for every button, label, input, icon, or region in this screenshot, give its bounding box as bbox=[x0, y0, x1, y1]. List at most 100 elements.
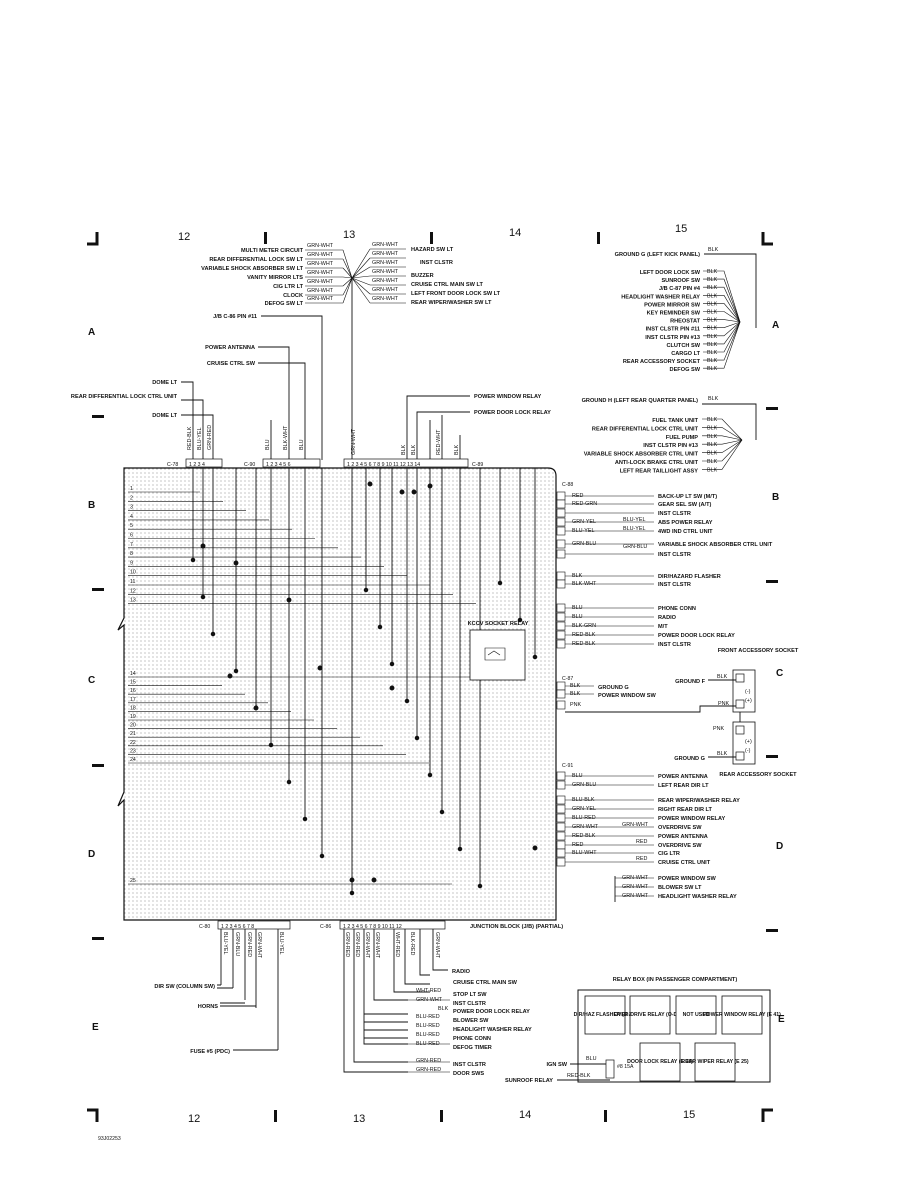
wire-ground-h-item: BLK bbox=[707, 459, 718, 465]
wire-ground-g-item: BLK bbox=[707, 334, 718, 340]
label-cig-ltr-lt: CIG LTR LT bbox=[273, 284, 304, 290]
label-c88-item: DIR/HAZARD FLASHER bbox=[658, 574, 721, 580]
wire-ground-g-item: BLK bbox=[707, 277, 718, 283]
label-c91-item: OVERDRIVE SW bbox=[658, 825, 702, 831]
label-c88-item: 4WD IND CTRL UNIT bbox=[658, 529, 713, 535]
label-defog-sw-lt: DEFOG SW LT bbox=[265, 301, 304, 307]
zone-col-15-top: 15 bbox=[675, 223, 687, 235]
label-ground-h-1: GROUND H (LEFT REAR QUARTER PANEL) bbox=[582, 398, 699, 404]
label-ground-g-kick: GROUND G (LEFT KICK PANEL) bbox=[615, 252, 700, 258]
ground-h-wire bbox=[702, 439, 743, 462]
zone-col-15-bottom: 15 bbox=[683, 1109, 695, 1121]
wire-r3: GRN-WHT bbox=[372, 260, 399, 266]
relay-cell bbox=[675, 995, 717, 1035]
label-jb-ref: J/B C-86 PIN #11 bbox=[213, 314, 257, 320]
conn-c87-label: C-87 bbox=[562, 676, 573, 682]
label-c91-item: POWER WINDOW SW bbox=[658, 876, 717, 882]
ground-g-wire bbox=[703, 321, 741, 369]
jb-splice-dot bbox=[210, 631, 216, 637]
ground-h-wire bbox=[702, 418, 743, 441]
c88-pin bbox=[556, 517, 566, 527]
c88-pin bbox=[556, 579, 566, 589]
wire-pnk-rear: PNK bbox=[713, 726, 724, 732]
jb-splice-dot bbox=[319, 853, 325, 859]
wire-blu-ign: BLU bbox=[586, 1056, 597, 1062]
jb-splice-dot bbox=[233, 668, 239, 674]
jb-junction-dot bbox=[399, 489, 405, 495]
jb-row-4: 4 bbox=[130, 514, 133, 520]
relay-cell bbox=[584, 995, 626, 1035]
jb-row-16: 16 bbox=[130, 688, 136, 694]
label-c88-item: POWER DOOR LOCK RELAY bbox=[658, 633, 735, 639]
front-minus: (-) bbox=[745, 689, 751, 695]
crop-marks bbox=[87, 232, 778, 1122]
wire-ground-g-item: BLK bbox=[707, 342, 718, 348]
bottom-left-leads: BLU-YEL GRN-BLU GRN-RED GRN-WHT BLU-YEL … bbox=[154, 929, 284, 1055]
label-rear-diff-lock-sw: REAR DIFFERENTIAL LOCK SW LT bbox=[209, 257, 303, 263]
relay-cell-label: POWER WINDOW RELAY (E 41) bbox=[703, 1012, 781, 1018]
rear-minus: (-) bbox=[745, 748, 751, 754]
jb-splice-dot bbox=[439, 809, 445, 815]
label-relay-box: RELAY BOX (IN PASSENGER COMPARTMENT) bbox=[613, 977, 738, 983]
label-c91-item: LEFT REAR DIR LT bbox=[658, 783, 709, 789]
junction-block: 1234567891011121314151617181920212223242… bbox=[117, 467, 557, 921]
top-connectors: C-78 1 2 3 4 C-90 1 2 3 4 5 6 1 2 3 4 5 … bbox=[167, 458, 483, 468]
c91-pin bbox=[556, 831, 566, 841]
wire-wht-red-bottom: WHT-RED bbox=[416, 988, 441, 994]
wire-c80-grn-blu: GRN-BLU bbox=[234, 932, 240, 956]
jb-row-5: 5 bbox=[130, 523, 133, 529]
jb-row-18: 18 bbox=[130, 705, 136, 711]
wire-c86-grn-wht-3: GRN-WHT bbox=[434, 932, 440, 959]
wire-r5: GRN-WHT bbox=[372, 278, 399, 284]
jb-row-20: 20 bbox=[130, 723, 136, 729]
label-power-antenna-top: POWER ANTENNA bbox=[205, 345, 255, 351]
jb-row-3: 3 bbox=[130, 505, 133, 511]
relay-cell-label: OVER-DRIVE RELAY (O-D 20) bbox=[614, 1012, 687, 1018]
zone-row-e-left: E bbox=[92, 1022, 99, 1033]
label-inst-clstr-bottom-1: INST CLSTR bbox=[453, 1001, 486, 1007]
jb-row-7: 7 bbox=[130, 542, 133, 548]
wire-ground-g-item: BLK bbox=[707, 358, 718, 364]
label-c91-item: CIG LTR bbox=[658, 851, 680, 857]
label-ground-h-item: INST CLSTR PIN #13 bbox=[643, 443, 698, 449]
label-c91-item: CRUISE CTRL UNIT bbox=[658, 860, 711, 866]
zone-col-12-bottom: 12 bbox=[188, 1113, 200, 1125]
label-c88-item: RADIO bbox=[658, 615, 677, 621]
jb-junction-dot bbox=[367, 481, 373, 487]
relay-leads-top: POWER WINDOW RELAY POWER DOOR LOCK RELAY… bbox=[401, 394, 551, 460]
c91-pin bbox=[556, 840, 566, 850]
conn-c78-label: C-78 bbox=[167, 462, 178, 468]
ground-g-wire bbox=[703, 319, 741, 323]
jb-splice-dot bbox=[497, 580, 503, 586]
jb-splice-dot bbox=[404, 698, 410, 704]
wire-gw-6: GRN-WHT bbox=[307, 288, 334, 294]
doc-id: 93J02253 bbox=[98, 1136, 121, 1142]
label-ground-h-item: FUEL TANK UNIT bbox=[652, 418, 698, 424]
label-var-shock-sw: VARIABLE SHOCK ABSORBER SW LT bbox=[201, 266, 303, 272]
wire-c80-blu-yel-2: BLU-YEL bbox=[278, 932, 284, 954]
wire-c87-item: PNK bbox=[570, 702, 581, 708]
jb-junction-dot bbox=[371, 877, 377, 883]
wire-ground-g-item: BLK bbox=[707, 350, 718, 356]
c91-pin bbox=[556, 848, 566, 858]
label-c88-item: ABS POWER RELAY bbox=[658, 520, 713, 526]
c91-pin bbox=[556, 857, 566, 867]
zone-col-13-bottom: 13 bbox=[353, 1113, 365, 1125]
label-vanity-mirror: VANITY MIRROR LTS bbox=[247, 275, 303, 281]
c88-pin bbox=[556, 491, 566, 501]
c88-pin bbox=[556, 549, 566, 559]
label-radio-bottom: RADIO bbox=[452, 969, 471, 975]
jb-splice-dot bbox=[190, 557, 196, 563]
label-power-door-lock-relay-bottom: POWER DOOR LOCK RELAY bbox=[453, 1009, 530, 1015]
label-dome-lt-1: DOME LT bbox=[152, 380, 177, 386]
wire-red-c91-2: RED bbox=[636, 856, 647, 862]
jb-splice-dot bbox=[532, 654, 538, 660]
jb-row-23: 23 bbox=[130, 748, 136, 754]
label-ground-g-item: RHEOSTAT bbox=[670, 319, 701, 325]
label-junction-block: JUNCTION BLOCK (J/B) (PARTIAL) bbox=[470, 924, 563, 930]
jb-junction-dot bbox=[532, 845, 538, 851]
ground-h-wire bbox=[702, 439, 743, 445]
label-lf-door-lock-lt: LEFT FRONT DOOR LOCK SW LT bbox=[411, 291, 501, 297]
label-ground-g-item: REAR ACCESSORY SOCKET bbox=[623, 359, 701, 365]
